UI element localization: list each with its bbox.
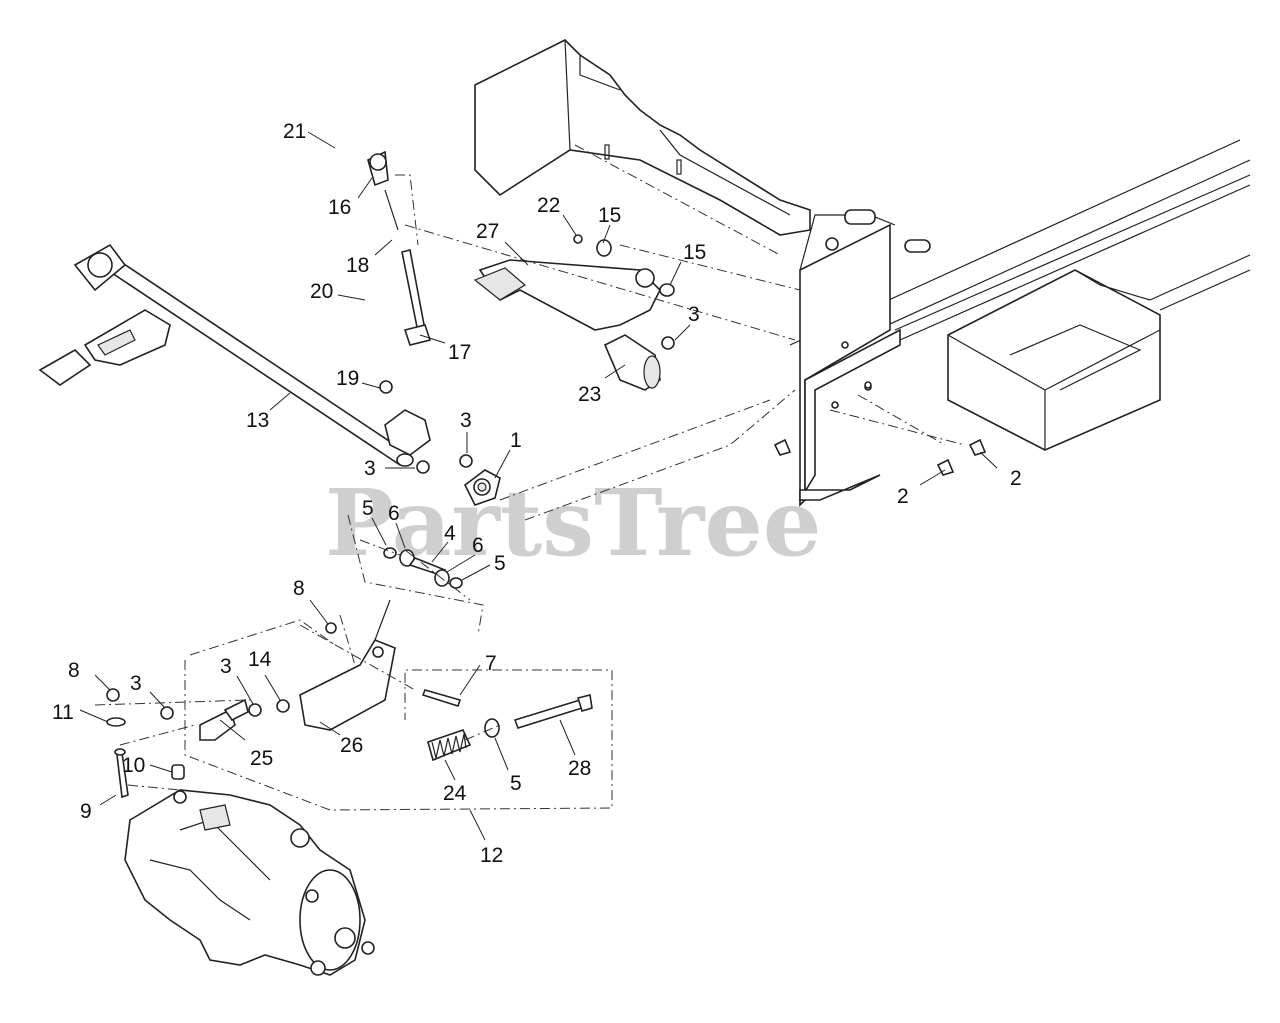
bolt-long xyxy=(484,694,593,738)
callout-1: 1 xyxy=(510,429,522,452)
transmission xyxy=(114,748,375,976)
callout-8b: 8 xyxy=(68,659,80,682)
floor-pan xyxy=(947,269,1161,451)
callout-10: 10 xyxy=(122,754,145,777)
callout-24: 24 xyxy=(443,782,467,805)
callout-20: 20 xyxy=(310,280,333,303)
callout-9: 9 xyxy=(80,800,92,823)
callout-2a: 2 xyxy=(1010,467,1022,490)
callout-21: 21 xyxy=(283,120,306,143)
callout-6b: 6 xyxy=(472,534,484,557)
callout-3c: 3 xyxy=(364,457,376,480)
callout-14: 14 xyxy=(248,648,272,671)
callout-18: 18 xyxy=(346,254,369,277)
callout-26: 26 xyxy=(340,734,363,757)
callout-11: 11 xyxy=(52,701,74,724)
small-bracket xyxy=(199,698,249,741)
callout-28: 28 xyxy=(568,757,591,780)
control-arm xyxy=(473,259,661,331)
callout-13: 13 xyxy=(246,409,269,432)
flange-bearing xyxy=(463,469,501,506)
spring xyxy=(427,729,472,762)
callout-23: 23 xyxy=(578,383,601,406)
linkage-bracket xyxy=(299,599,396,731)
callout-3e: 3 xyxy=(220,655,232,678)
callout-7: 7 xyxy=(485,652,497,675)
callout-15a: 15 xyxy=(598,204,621,227)
hardware xyxy=(106,234,987,727)
callout-5a: 5 xyxy=(362,497,374,520)
callout-27: 27 xyxy=(476,220,499,243)
callout-19: 19 xyxy=(336,367,359,390)
callout-17: 17 xyxy=(448,341,471,364)
callout-15b: 15 xyxy=(683,241,706,264)
upper-bracket-plate xyxy=(474,39,811,236)
callout-12: 12 xyxy=(480,844,503,867)
callout-16: 16 xyxy=(328,196,351,219)
callouts: 21 16 18 20 17 22 15 15 27 3 23 19 13 3 … xyxy=(52,120,1022,867)
callout-8a: 8 xyxy=(293,577,305,600)
callout-2b: 2 xyxy=(897,485,909,508)
mounting-bracket xyxy=(798,209,931,507)
callout-25: 25 xyxy=(250,747,273,770)
callout-5c: 5 xyxy=(510,772,522,795)
pivot-bracket xyxy=(379,380,431,456)
callout-3b: 3 xyxy=(460,409,472,432)
callout-22: 22 xyxy=(537,194,560,217)
callout-4: 4 xyxy=(444,522,456,545)
assembly-lines xyxy=(94,144,966,811)
callout-5b: 5 xyxy=(494,552,506,575)
leader-lines xyxy=(79,131,998,841)
cross-shaft xyxy=(38,243,414,467)
grip-sleeve xyxy=(603,334,661,391)
callout-3d: 3 xyxy=(130,672,142,695)
callout-3a: 3 xyxy=(688,303,700,326)
callout-6a: 6 xyxy=(388,502,400,525)
link-rod xyxy=(367,150,432,346)
